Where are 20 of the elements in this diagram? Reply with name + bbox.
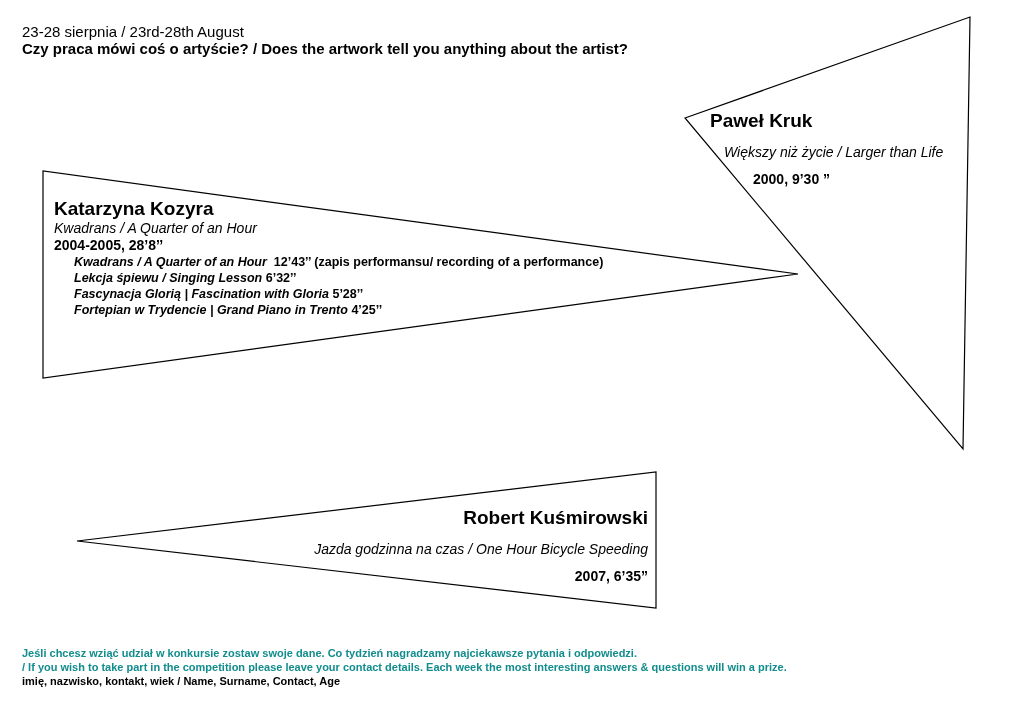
work-item: Fortepian w Trydencie | Grand Piano in Trento 4’25’’ [74,303,383,319]
pennant-triangle [685,17,971,450]
artwork-title: Jazda godzinna na czas / One Hour Bicycle Speeding [314,541,648,559]
work-item: Lekcja śpiewu / Singing Lesson 6’32’’ [74,271,297,287]
footer-note: imię, nazwisko, kontakt, wiek / Name, Surname, Contact, Age [22,674,341,689]
artist-name: Katarzyna Kozyra [54,197,214,221]
artwork-title: Kwadrans / A Quarter of an Hour [54,220,257,238]
footer-note: / If you wish to take part in the competition please leave your contact details. Each week the most interesting answers & questions will win a prize. [22,660,787,675]
work-item: Kwadrans / A Quarter of an Hour 12’43’’ (zapis performansu/ recording of a performance) [74,255,604,271]
artwork-date: 2000, 9’30 ” [753,171,831,189]
artwork-date: 2007, 6’35” [574,568,648,586]
date-text: 23-28 sierpnia / 23rd-28th August [22,22,244,42]
artist-name: Paweł Kruk [710,109,813,133]
pennant-triangle [77,472,657,609]
work-item: Fascynacja Glorią | Fascination with Gloria 5’28’’ [74,287,364,303]
artwork-date: 2004-2005, 28’8’’ [54,237,164,255]
title: Czy praca mówi coś o artyście? / Does the artwork tell you anything about the artist? [22,40,628,59]
artist-name: Robert Kuśmirowski [463,506,648,530]
footer-note: Jeśli chcesz wziąć udział w konkursie zostaw swoje dane. Co tydzień nagradzamy najciekawsze pytania i odpowiedzi. [22,646,637,661]
artwork-title: Większy niż życie / Larger than Life [724,144,944,162]
